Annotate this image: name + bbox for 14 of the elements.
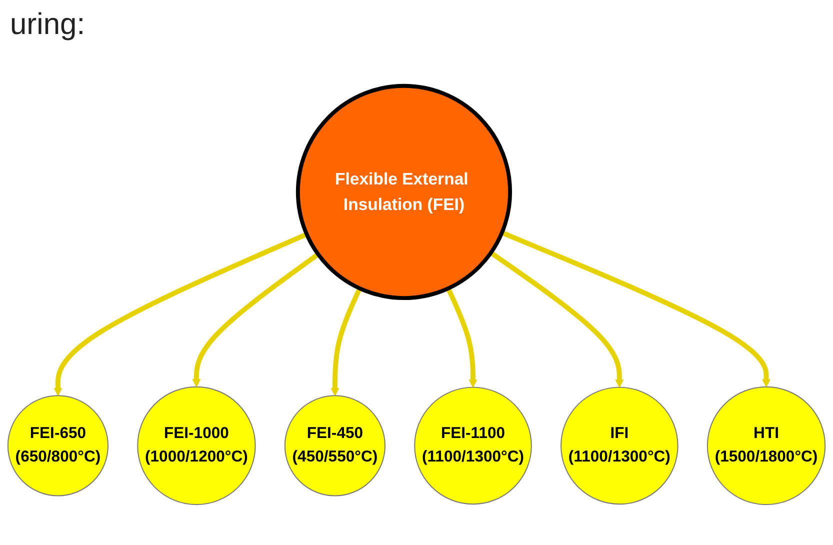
arrow: [54, 232, 308, 396]
node-circle: FEI-1000 (1000/1200°C): [137, 386, 256, 505]
node-circle: HTI (1500/1800°C): [706, 386, 826, 505]
note-text: uring:: [10, 8, 86, 41]
arrow: [192, 252, 320, 388]
node-circle: FEI-650 (650/800°C): [7, 394, 109, 496]
arrow: [501, 230, 771, 388]
arrow: [330, 287, 362, 396]
node-circle: Flexible External Insulation (FEI): [296, 84, 512, 300]
arrow: [446, 287, 478, 388]
node-circle: FEI-1100 (1100/1300°C): [414, 386, 532, 504]
arrow: [490, 250, 624, 388]
node-circle: IFI (1100/1300°C): [560, 386, 678, 504]
node-circle: FEI-450 (450/550°C): [284, 394, 386, 496]
